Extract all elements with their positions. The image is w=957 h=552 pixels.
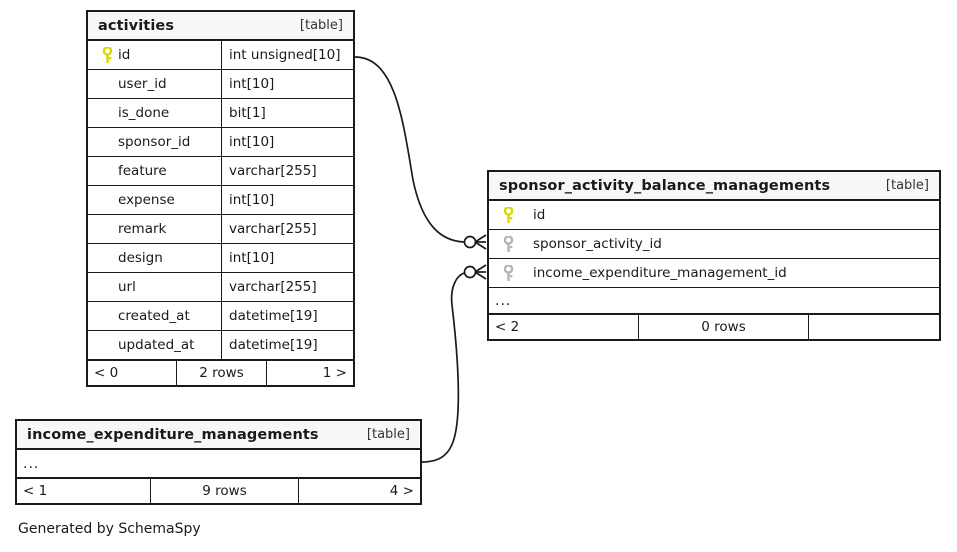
table-row[interactable]: design int[10]	[88, 244, 353, 273]
column-type: datetime[19]	[221, 302, 353, 330]
next-page-button[interactable]	[808, 315, 939, 339]
generator-credit: Generated by SchemaSpy	[18, 521, 201, 537]
crowsfoot-many	[474, 264, 487, 280]
table-row[interactable]: remark varchar[255]	[88, 215, 353, 244]
column-name-cell: remark	[88, 215, 221, 243]
table-row[interactable]: is_done bit[1]	[88, 99, 353, 128]
table-row[interactable]: user_id int[10]	[88, 70, 353, 99]
column-name: created_at	[118, 308, 190, 324]
column-name: expense	[118, 192, 175, 208]
table-sponsor-activity-balance-managements-footer: < 2 0 rows	[489, 314, 939, 339]
column-name-cell: sponsor_activity_id	[489, 230, 939, 258]
relationship-income-expenditure-to-sponsor-activity-balance	[421, 264, 487, 463]
table-sponsor-activity-balance-managements-name: sponsor_activity_balance_managements	[499, 177, 831, 194]
next-page-button[interactable]: 4 >	[298, 479, 420, 503]
column-name-cell: updated_at	[88, 331, 221, 359]
column-name-cell: url	[88, 273, 221, 301]
column-type: int[10]	[221, 128, 353, 156]
column-name: id	[118, 47, 131, 63]
row-count-label: 0 rows	[638, 315, 808, 339]
column-name-cell: feature	[88, 157, 221, 185]
column-type: datetime[19]	[221, 331, 353, 359]
column-type: int[10]	[221, 70, 353, 98]
table-income-expenditure-managements-footer: < 1 9 rows 4 >	[17, 478, 420, 503]
key-icon-primary	[96, 46, 118, 64]
table-row[interactable]: id int unsigned[10]	[88, 41, 353, 70]
table-sponsor-activity-balance-managements-header: sponsor_activity_balance_managements [ta…	[489, 172, 939, 201]
table-row[interactable]: updated_at datetime[19]	[88, 331, 353, 360]
column-name: income_expenditure_management_id	[533, 265, 787, 281]
table-row[interactable]: sponsor_id int[10]	[88, 128, 353, 157]
cardinality-zero-circle	[463, 235, 477, 249]
table-income-expenditure-managements-tag: [table]	[366, 427, 410, 442]
column-type: int unsigned[10]	[221, 41, 353, 69]
table-activities-footer: < 0 2 rows 1 >	[88, 360, 353, 385]
row-count-label: 2 rows	[176, 361, 266, 385]
table-row[interactable]: feature varchar[255]	[88, 157, 353, 186]
table-sponsor-activity-balance-managements-tag: [table]	[885, 178, 929, 193]
table-activities-tag: [table]	[299, 18, 343, 33]
column-name: sponsor_id	[118, 134, 191, 150]
column-name: updated_at	[118, 337, 195, 353]
row-count-label: 9 rows	[150, 479, 298, 503]
table-row[interactable]: url varchar[255]	[88, 273, 353, 302]
column-type: int[10]	[221, 186, 353, 214]
crowsfoot-many	[474, 234, 487, 250]
prev-page-button[interactable]: < 1	[23, 483, 48, 499]
column-name: is_done	[118, 105, 170, 121]
column-type: int[10]	[221, 244, 353, 272]
column-name-cell: income_expenditure_management_id	[489, 259, 939, 287]
table-row[interactable]: income_expenditure_management_id	[489, 259, 939, 288]
column-name-cell: user_id	[88, 70, 221, 98]
table-row[interactable]: expense int[10]	[88, 186, 353, 215]
table-sponsor-activity-balance-managements[interactable]: sponsor_activity_balance_managements [ta…	[487, 170, 941, 341]
column-name: sponsor_activity_id	[533, 236, 662, 252]
table-income-expenditure-managements-header: income_expenditure_managements [table]	[17, 421, 420, 450]
key-icon-foreign	[497, 235, 519, 253]
next-page-button[interactable]: 1 >	[266, 361, 353, 385]
column-name-cell: expense	[88, 186, 221, 214]
key-icon-primary	[497, 206, 519, 224]
cardinality-zero-circle	[463, 265, 477, 279]
column-name-cell: design	[88, 244, 221, 272]
column-name: url	[118, 279, 136, 295]
column-name: remark	[118, 221, 167, 237]
column-name: feature	[118, 163, 167, 179]
table-row[interactable]: sponsor_activity_id	[489, 230, 939, 259]
column-name-cell: created_at	[88, 302, 221, 330]
more-columns-indicator: ...	[17, 450, 420, 478]
prev-page-button[interactable]: < 2	[495, 319, 520, 335]
table-row[interactable]: created_at datetime[19]	[88, 302, 353, 331]
column-name-cell: id	[489, 201, 939, 229]
table-activities-header: activities [table]	[88, 12, 353, 41]
column-type: bit[1]	[221, 99, 353, 127]
prev-page-button[interactable]: < 0	[94, 365, 119, 381]
column-name-cell: id	[88, 41, 221, 69]
more-columns-indicator: ...	[489, 288, 939, 314]
table-activities-name: activities	[98, 17, 175, 34]
column-type: varchar[255]	[221, 273, 353, 301]
column-name: design	[118, 250, 163, 266]
relationship-activities-to-sponsor-activity-balance	[354, 56, 487, 250]
table-activities[interactable]: activities [table] id int unsigned[10] u…	[86, 10, 355, 387]
column-name-cell: sponsor_id	[88, 128, 221, 156]
column-name-cell: is_done	[88, 99, 221, 127]
table-row[interactable]: id	[489, 201, 939, 230]
column-type: varchar[255]	[221, 157, 353, 185]
table-income-expenditure-managements-name: income_expenditure_managements	[27, 426, 319, 443]
column-type: varchar[255]	[221, 215, 353, 243]
key-icon-foreign	[497, 264, 519, 282]
column-name: user_id	[118, 76, 167, 92]
table-income-expenditure-managements[interactable]: income_expenditure_managements [table] .…	[15, 419, 422, 505]
column-name: id	[533, 207, 546, 223]
